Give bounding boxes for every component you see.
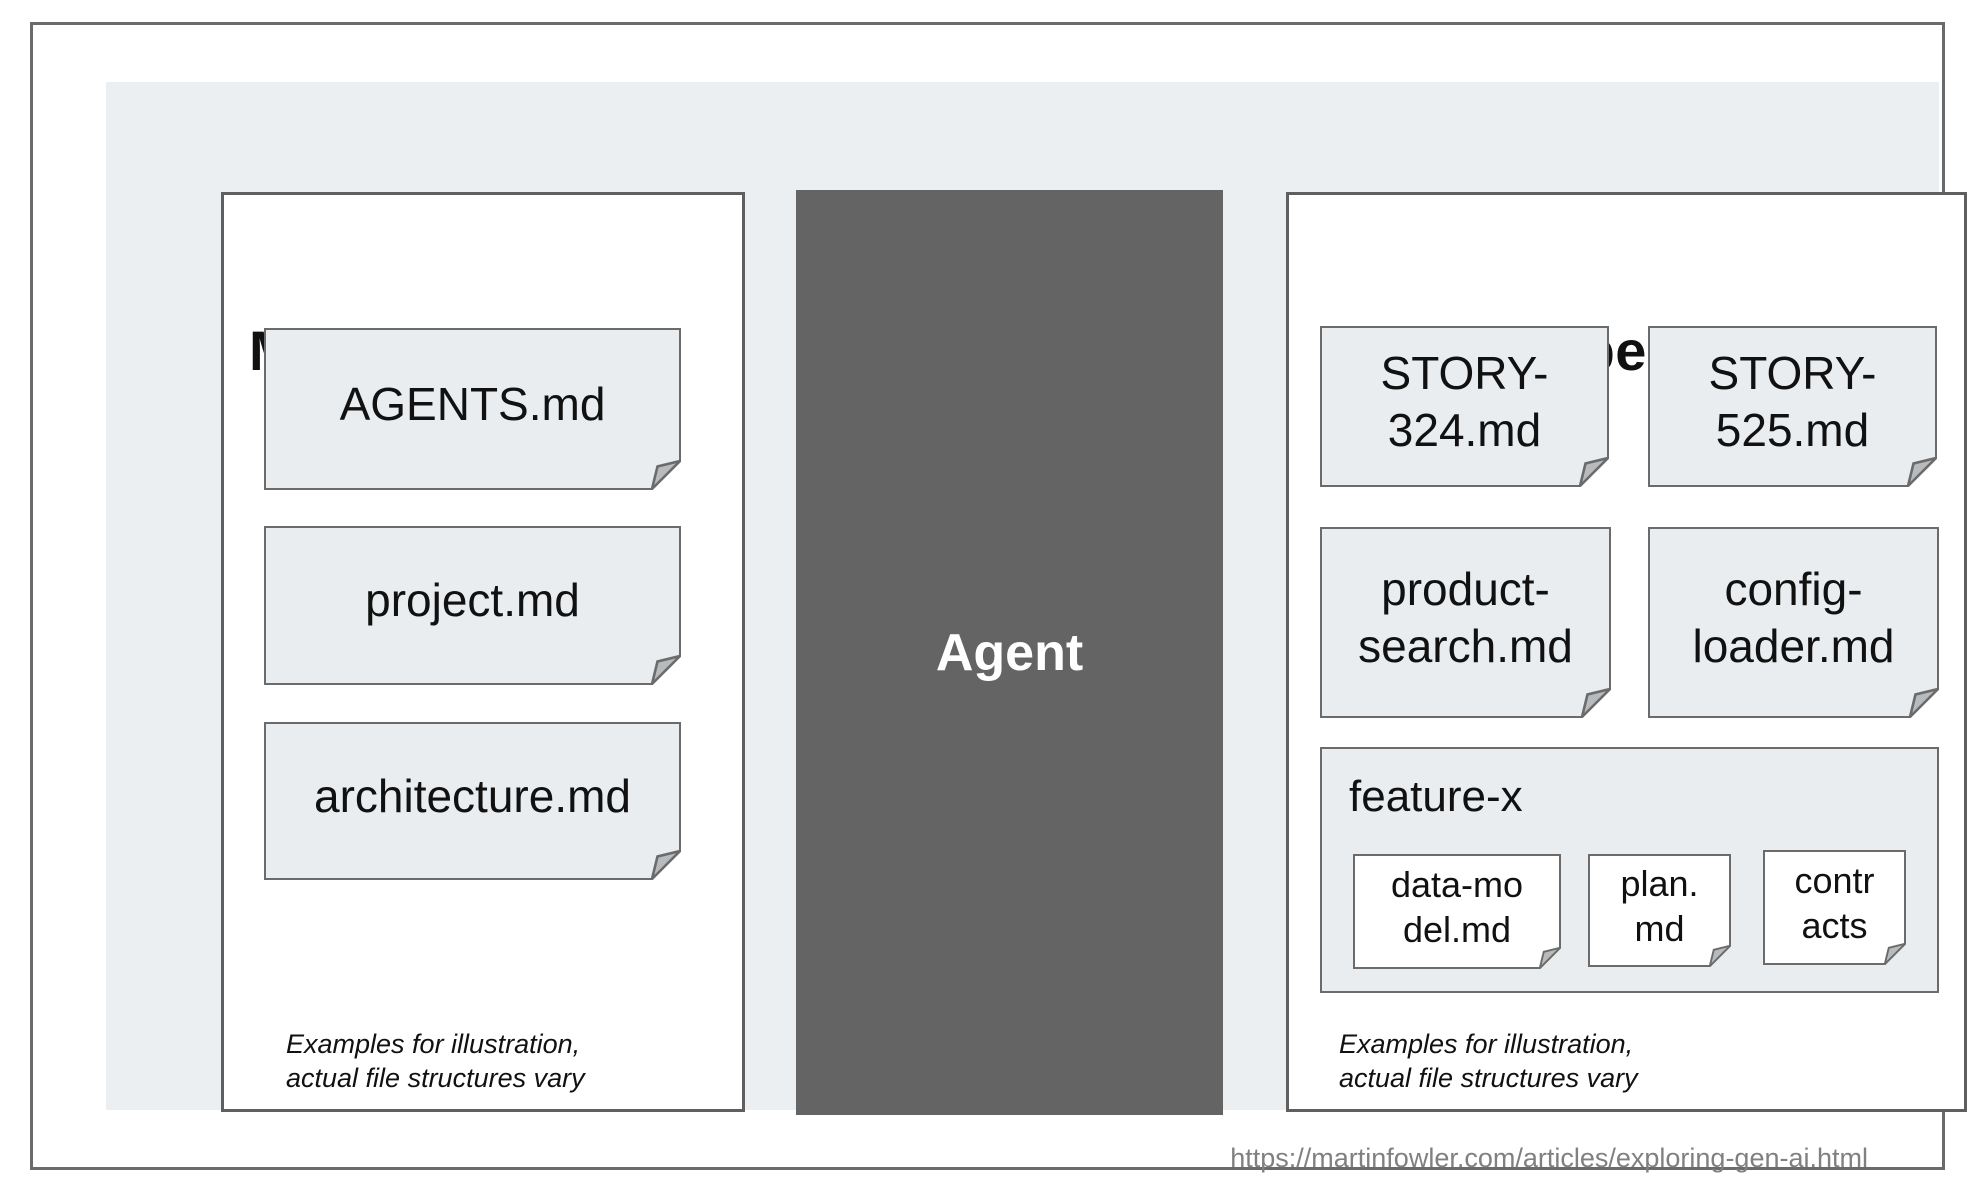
file-note-story-324-md: STORY- 324.md — [1320, 326, 1609, 487]
file-note-label: plan. md — [1620, 862, 1699, 949]
folded-corner-icon — [1539, 947, 1561, 969]
file-note-label: STORY- 324.md — [1380, 347, 1549, 456]
file-note-config-loader-md: config- loader.md — [1648, 527, 1939, 718]
agent-box: Agent — [796, 190, 1223, 1115]
specs-caption: Examples for illustration, actual file s… — [1339, 1029, 1638, 1093]
folded-corner-icon — [1579, 457, 1609, 487]
agent-label: Agent — [935, 623, 1084, 682]
folded-corner-icon — [1884, 943, 1906, 965]
file-note-data-model-md: data-mo del.md — [1353, 854, 1561, 969]
file-note-project-md: project.md — [264, 526, 681, 685]
feature-x-folder: feature-x data-mo del.md pla — [1320, 747, 1939, 993]
file-note-label: project.md — [365, 574, 580, 627]
file-note-architecture-md: architecture.md — [264, 722, 681, 880]
file-note-label: AGENTS.md — [339, 377, 606, 430]
file-note-contracts: contr acts — [1763, 850, 1906, 965]
file-note-product-search-md: product- search.md — [1320, 527, 1611, 718]
folded-corner-icon — [651, 460, 681, 490]
memory-bank-caption: Examples for illustration, actual file s… — [286, 1029, 585, 1093]
file-note-label: config- loader.md — [1692, 563, 1895, 672]
folded-corner-icon — [1907, 457, 1937, 487]
file-note-story-525-md: STORY- 525.md — [1648, 326, 1937, 487]
file-note-label: contr acts — [1794, 859, 1875, 946]
folded-corner-icon — [651, 850, 681, 880]
diagram-canvas: Memory bank AGENTS.md project.md — [106, 82, 1967, 1115]
outer-frame: Memory bank AGENTS.md project.md — [30, 22, 1967, 1173]
file-note-label: STORY- 525.md — [1708, 347, 1877, 456]
folded-corner-icon — [1581, 688, 1611, 718]
file-note-label: architecture.md — [313, 769, 631, 822]
folded-corner-icon — [651, 655, 681, 685]
file-note-plan-md: plan. md — [1588, 854, 1731, 967]
folded-corner-icon — [1909, 688, 1939, 718]
file-note-label: data-mo del.md — [1390, 863, 1524, 950]
memory-bank-panel: Memory bank AGENTS.md project.md — [221, 192, 745, 1112]
specs-panel: Specs STORY- 324.md STORY- 525.md — [1286, 192, 1967, 1112]
file-note-agents-md: AGENTS.md — [264, 328, 681, 490]
feature-x-label: feature-x — [1349, 772, 1523, 821]
source-url: https://martinfowler.com/articles/explor… — [1230, 1143, 1868, 1173]
file-note-label: product- search.md — [1358, 563, 1573, 672]
folded-corner-icon — [1709, 945, 1731, 967]
